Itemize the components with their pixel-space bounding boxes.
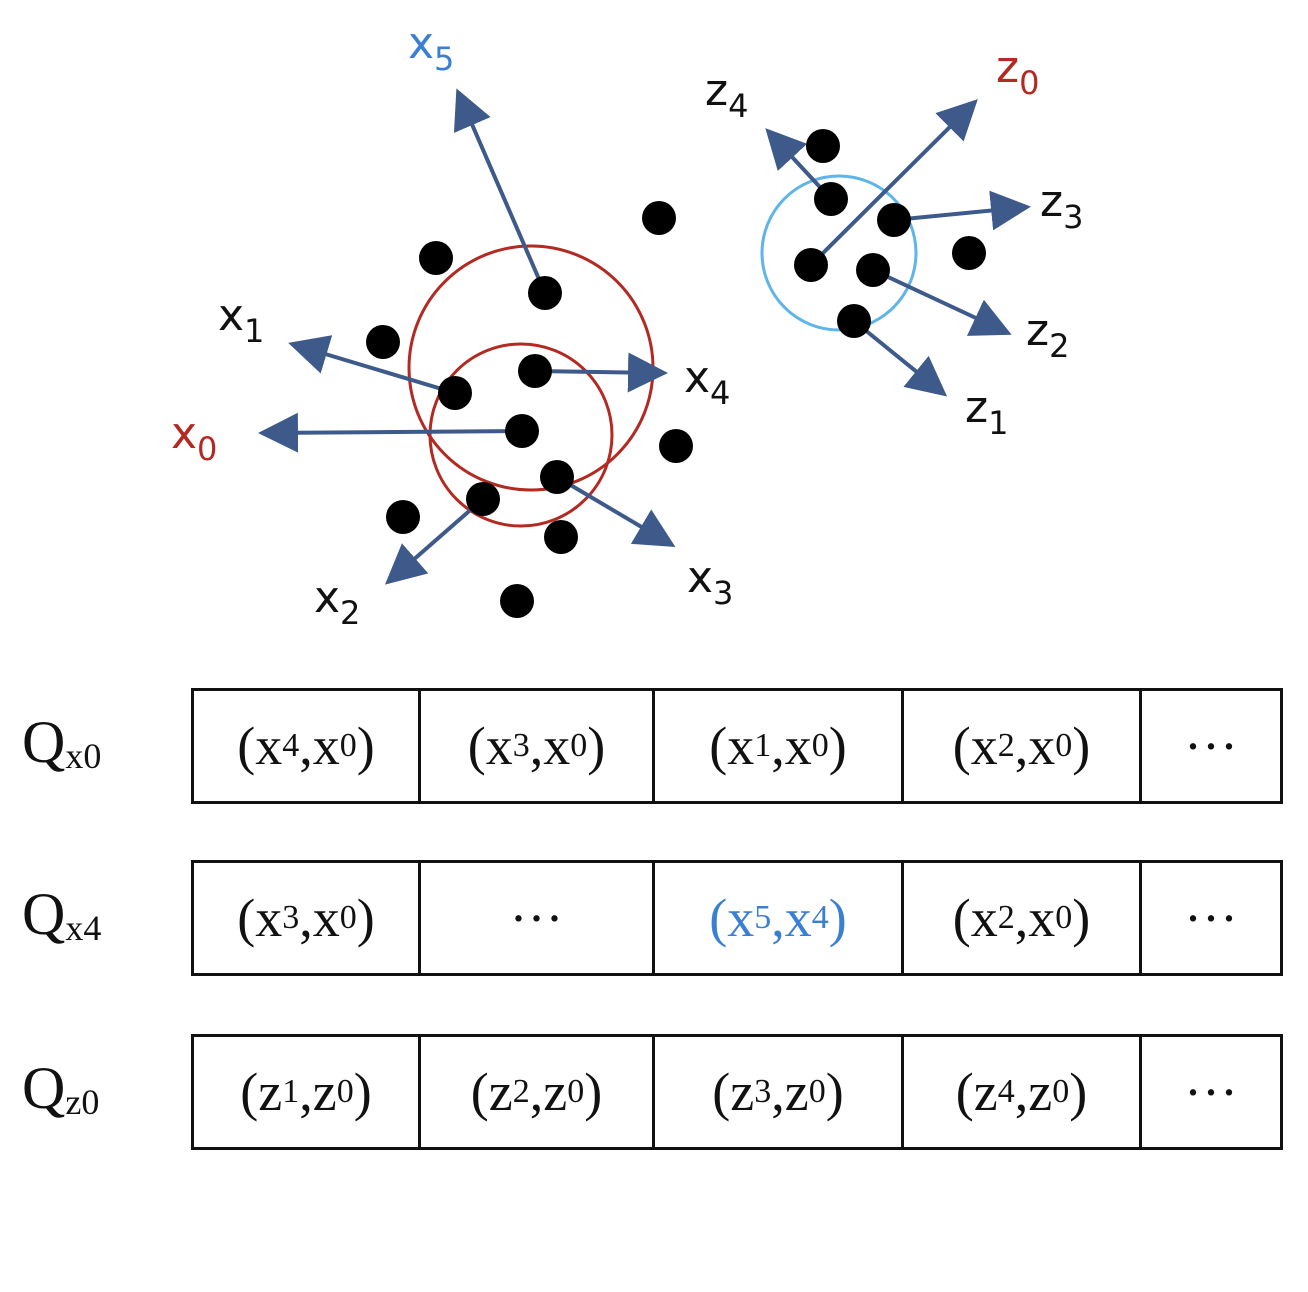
data-point (518, 354, 552, 388)
embedding-diagram: x5 x1 x0 x4 x3 x2 z0 z4 z3 z2 z1 (171, 18, 1083, 632)
data-point (528, 276, 562, 310)
queue-cell-ellipsis: ··· (1184, 716, 1238, 776)
data-point (659, 429, 693, 463)
data-point (814, 182, 848, 216)
data-point (794, 248, 828, 282)
data-point (642, 201, 676, 235)
arrow-x1 (288, 335, 456, 395)
arrow-x0 (258, 412, 523, 453)
queue-label: Qx4 (22, 881, 102, 948)
data-point (466, 482, 500, 516)
label-z3: z3 (1040, 176, 1083, 236)
label-z4: z4 (705, 65, 748, 125)
cluster-x-small-circle (428, 342, 614, 528)
label-z1: z1 (965, 382, 1008, 442)
data-point (877, 203, 911, 237)
data-point (500, 584, 534, 618)
queue-cell-ellipsis: ··· (1184, 888, 1238, 948)
label-z0: z0 (996, 42, 1039, 102)
label-x1: x1 (218, 290, 264, 350)
data-point (438, 376, 472, 410)
arrow-x5 (453, 88, 547, 294)
arrow-x3 (555, 475, 676, 548)
data-point (366, 325, 400, 359)
data-point (544, 520, 578, 554)
data-point (856, 253, 890, 287)
data-point (837, 304, 871, 338)
arrow-z0 (809, 99, 978, 267)
label-z2: z2 (1026, 305, 1069, 365)
arrow-z3 (893, 190, 1031, 231)
data-point (419, 241, 453, 275)
data-point (952, 236, 986, 270)
data-point (540, 460, 574, 494)
cluster-z-circle (760, 174, 918, 332)
queue-cell-ellipsis: ··· (1184, 1062, 1238, 1122)
arrow-z2 (872, 268, 1012, 336)
queue-label: Qz0 (22, 1055, 100, 1122)
data-point (386, 500, 420, 534)
arrow-z1 (852, 319, 948, 397)
queue-label: Qx0 (22, 709, 102, 776)
label-x2: x2 (314, 572, 360, 632)
queue-cell-ellipsis: ··· (421, 863, 655, 973)
label-x0: x0 (171, 408, 217, 468)
data-point (505, 414, 539, 448)
arrow-x4 (534, 352, 668, 393)
label-x3: x3 (687, 552, 733, 612)
label-x5: x5 (408, 18, 454, 78)
label-x4: x4 (684, 352, 730, 412)
arrow-x2 (384, 497, 485, 585)
data-point (806, 129, 840, 163)
